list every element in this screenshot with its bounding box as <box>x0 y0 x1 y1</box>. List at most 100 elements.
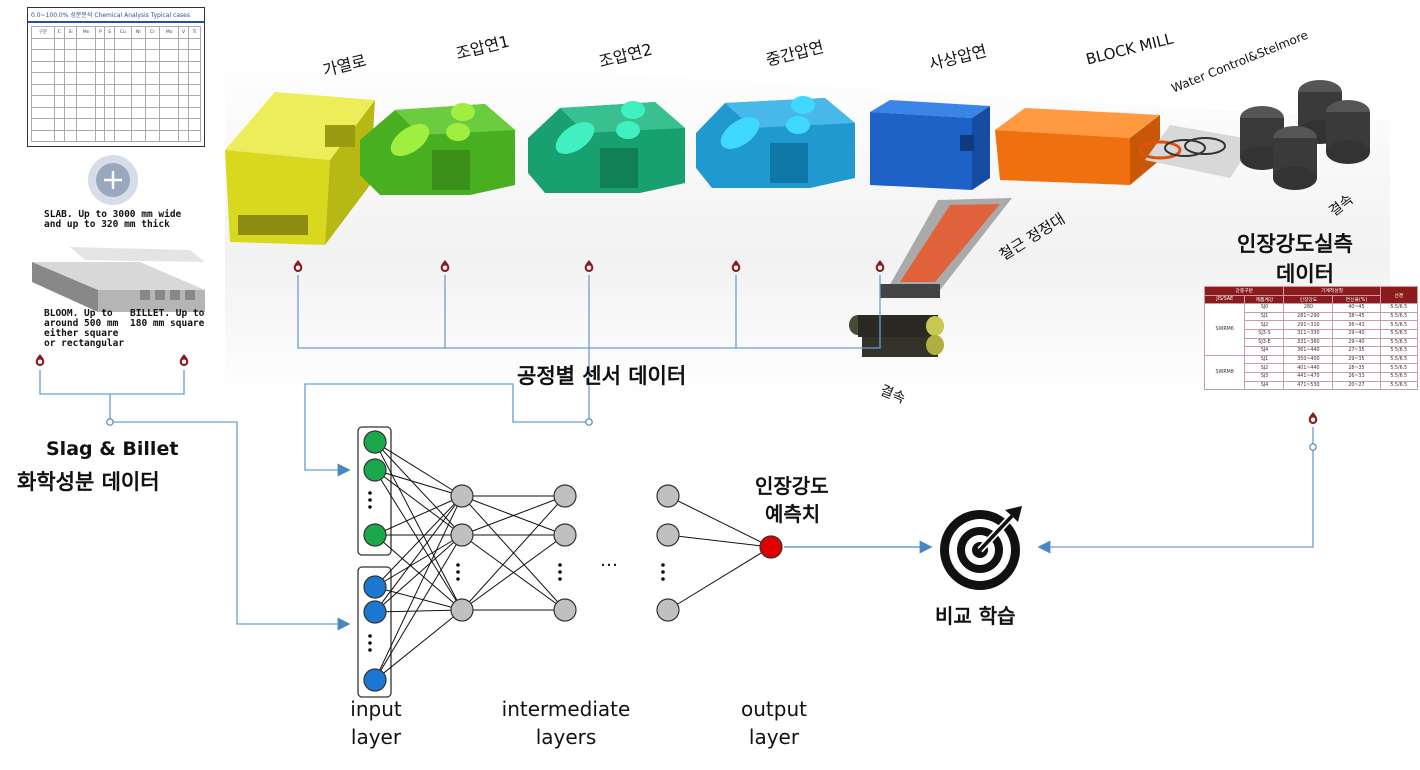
strength-data-label-1: 인장강도실측 <box>1237 232 1353 256</box>
strength-cell: 5.5/6.5 <box>1379 380 1418 391</box>
strength-header: 선경 <box>1379 286 1418 305</box>
strength-cell: 29~35 <box>1332 354 1381 365</box>
strength-cell: 5.5/6.5 <box>1379 363 1418 373</box>
layers-ellipsis: … <box>600 550 618 571</box>
hidden-node <box>656 598 680 622</box>
chem-input-group <box>357 566 392 698</box>
rough-mill-2-machine <box>528 101 685 193</box>
strength-cell: 311~330 <box>1283 328 1334 339</box>
sensor-icon <box>584 260 594 272</box>
strength-cell: 280 <box>1283 303 1334 313</box>
rebar-bundle <box>849 315 944 357</box>
hidden-node <box>553 523 577 547</box>
strength-cell: 29~40 <box>1332 328 1381 339</box>
strength-header: 제품계강 <box>1244 294 1285 305</box>
sensor-icon <box>35 354 45 366</box>
prediction-label-1: 인장강도 <box>755 474 829 498</box>
cooling-bed <box>880 198 1012 298</box>
chem-data-label-2: 화학성분 데이터 <box>17 470 160 494</box>
input-node-sensor <box>363 523 387 547</box>
strength-cell: 26~33 <box>1332 371 1381 382</box>
input-layer-label-1: input <box>350 697 402 721</box>
furnace-machine <box>225 92 375 245</box>
strength-data-label-2: 데이터 <box>1276 262 1334 286</box>
strength-cell: 5.5/6.5 <box>1379 328 1418 339</box>
input-layer-label-2: layer <box>350 725 402 749</box>
strength-cell: 361~440 <box>1283 346 1334 356</box>
slab-caption: SLAB. Up to 3000 mm wide and up to 320 m… <box>44 209 182 230</box>
strength-cell: 5.5/6.5 <box>1379 303 1418 313</box>
strength-cell: 28~35 <box>1332 363 1381 373</box>
strength-cell: 27~35 <box>1332 346 1381 356</box>
sensor-icon <box>440 260 450 272</box>
hidden-node <box>450 598 474 622</box>
sensor-input-group <box>357 426 392 556</box>
strength-cell: 401~440 <box>1283 363 1334 373</box>
strength-cell: 5.5/6.5 <box>1379 346 1418 356</box>
strength-cell: SJ3 <box>1244 371 1285 382</box>
input-node-sensor <box>363 458 387 482</box>
chem-wiring <box>39 370 351 631</box>
strength-header: 인장강도 <box>1283 294 1334 305</box>
strength-wiring <box>1037 427 1314 554</box>
intermediate-mill-machine <box>696 96 855 188</box>
output-layer-label-1: output <box>741 697 807 721</box>
grade-cell: SWRM8 <box>1204 354 1246 391</box>
strength-header: 강종구분 <box>1204 286 1285 296</box>
strength-header: JIS/SAE <box>1204 294 1246 305</box>
strength-cell: SJ0 <box>1244 303 1285 313</box>
output-node <box>759 535 783 559</box>
strength-cell: SJ3-S <box>1244 328 1285 339</box>
bloom-caption: BLOOM. Up to around 500 mm either square… <box>44 308 125 349</box>
strength-cell: 5.5/6.5 <box>1379 354 1418 365</box>
hidden-node <box>450 484 474 508</box>
strength-cell: 5.5/6.5 <box>1379 337 1418 348</box>
strength-cell: 36~43 <box>1332 320 1381 330</box>
block-mill-machine <box>995 108 1160 185</box>
input-node-chem <box>363 668 387 692</box>
sensor-wiring <box>297 275 881 477</box>
strength-header: 연신율(%) <box>1332 294 1381 305</box>
billet-drawing <box>32 247 205 312</box>
strength-cell: 40~45 <box>1332 303 1381 313</box>
strength-cell: 29~40 <box>1332 337 1381 348</box>
strength-cell: 441~470 <box>1283 371 1334 382</box>
hidden-node <box>656 523 680 547</box>
stelmore-conveyor <box>1138 125 1255 178</box>
plus-icon <box>88 155 138 205</box>
strength-cell: 5.5/6.5 <box>1379 311 1418 322</box>
grade-cell: SWRM6 <box>1204 303 1246 356</box>
wire-coils <box>1240 80 1370 190</box>
chem-data-label-1: Slag & Billet <box>46 438 179 460</box>
strength-cell: SJ2 <box>1244 320 1285 330</box>
strength-cell: 20~27 <box>1332 380 1381 391</box>
strength-cell: 5.5/6.5 <box>1379 371 1418 382</box>
strength-cell: SJ1 <box>1244 311 1285 322</box>
strength-cell: SJ4 <box>1244 380 1285 391</box>
hidden-node <box>553 484 577 508</box>
sensor-data-label: 공정별 센서 데이터 <box>517 364 687 388</box>
input-node-chem <box>363 600 387 624</box>
strength-cell: SJ2 <box>1244 363 1285 373</box>
compare-learning-label: 비교 학습 <box>935 604 1016 628</box>
strength-cell: 291~310 <box>1283 320 1334 330</box>
rough-mill-1-machine <box>360 103 515 195</box>
strength-cell: SJ1 <box>1244 354 1285 365</box>
network-nodes <box>363 430 783 692</box>
finishing-mill-machine <box>870 100 990 190</box>
output-layer-label-2: layer <box>748 725 800 749</box>
sensor-icon <box>1308 412 1318 424</box>
strength-cell: 5.5/6.5 <box>1379 320 1418 330</box>
network-edges <box>374 441 772 681</box>
strength-cell: 331~360 <box>1283 337 1334 348</box>
chemical-analysis-table: 0.0~100.0% 성분분석 Chemical Analysis Typica… <box>27 7 205 147</box>
sensor-icon <box>179 354 189 366</box>
hidden-node <box>656 484 680 508</box>
vertical-ellipses <box>368 491 665 652</box>
